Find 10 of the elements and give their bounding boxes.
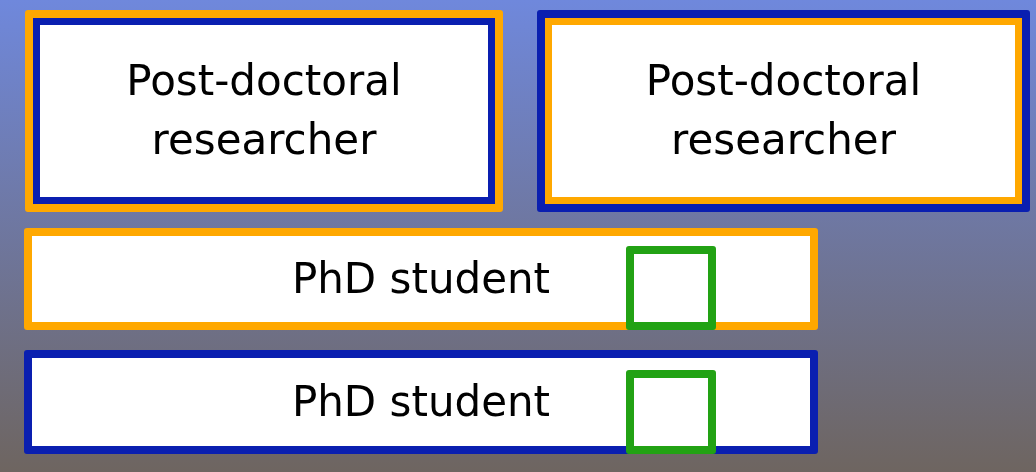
box-label: Post-doctoral researcher [644, 55, 923, 166]
box-label: PhD student [291, 252, 551, 305]
bordered-box [24, 228, 818, 330]
box-label: PhD student [291, 375, 551, 428]
empty-square [626, 370, 716, 454]
bordered-box [24, 350, 818, 454]
box-label: Post-doctoral researcher [125, 55, 403, 166]
double-bordered-box [25, 10, 503, 212]
empty-square [626, 246, 716, 330]
double-bordered-box [537, 10, 1030, 212]
